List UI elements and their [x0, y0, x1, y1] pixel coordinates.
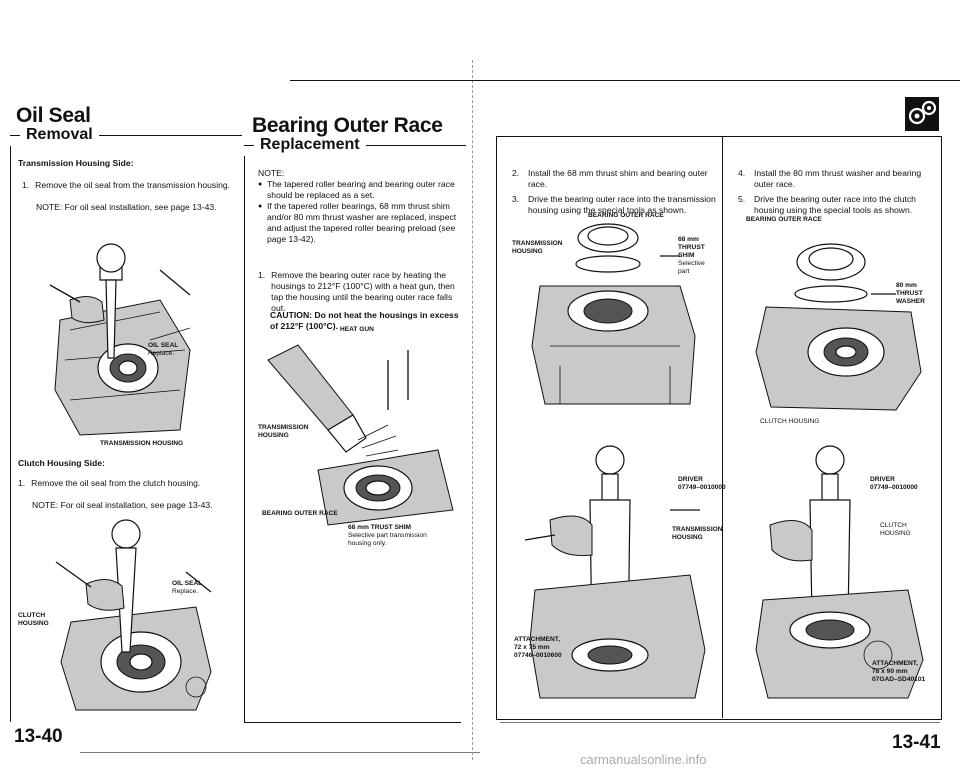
mid-shim-label: 68 mm TRUST SHIM: [348, 524, 412, 531]
step-2-number: 2.: [512, 168, 520, 178]
replacement-heading: Replacement: [260, 136, 360, 153]
page-gutter: [472, 60, 481, 760]
step-5-text: Drive the bearing outer race into the cl…: [754, 194, 916, 215]
clutch-note: NOTE: For oil seal installation, see pag…: [32, 500, 213, 510]
clutch-side-heading: Clutch Housing Side:: [18, 458, 105, 468]
watermark: carmanualsonline.info: [580, 752, 707, 767]
removal-section-header: Removal: [10, 126, 242, 144]
clutch-step-text: Remove the oil seal from the clutch hous…: [31, 478, 201, 488]
right-steps-b: 4. Install the 80 mm thrust washer and be…: [738, 168, 936, 220]
mid-bearing-race-label: BEARING OUTER RACE: [262, 510, 338, 517]
fig2-oil-seal-label: OIL SEAL: [172, 580, 203, 587]
driver-transmission-illustration: [524, 445, 706, 699]
figD-driver-label: DRIVER 07749–0010000: [870, 476, 918, 491]
page-number-left: 13-40: [14, 726, 63, 747]
thrust-shim-install-illustration: [531, 223, 696, 405]
tm-side-heading: Transmission Housing Side:: [18, 158, 134, 168]
step-4-text: Install the 80 mm thrust washer and bear…: [754, 168, 922, 189]
replacement-frame: [244, 156, 461, 723]
step-5-number: 5.: [738, 194, 746, 204]
step-3: 3. Drive the bearing outer race into the …: [512, 194, 718, 216]
thrust-washer-install-illustration: [755, 243, 922, 411]
note-item-2: If the tapered roller bearings, 68 mm th…: [258, 201, 462, 245]
heat-gun-illustration: [267, 344, 454, 526]
tm-step-text: Remove the oil seal from the transmissio…: [35, 180, 231, 190]
heat-step-1: 1. Remove the bearing outer race by heat…: [258, 270, 462, 314]
removal-heading: Removal: [26, 126, 93, 143]
figD-attachment-label: ATTACHMENT, 78 x 90 mm 07GAD–SD40101: [872, 660, 926, 683]
heat-step-text: Remove the bearing outer race by heating…: [271, 270, 455, 313]
right-steps-a: 2. Install the 68 mm thrust shim and bear…: [512, 168, 718, 220]
fig1-oil-seal-replace: Replace.: [148, 350, 175, 357]
heat-gun-label: HEAT GUN: [340, 326, 374, 333]
figC-washer-label: 80 mm THRUST WASHER: [896, 282, 925, 305]
bottom-rule-right: [500, 722, 940, 723]
tm-note: NOTE: For oil seal installation, see pag…: [36, 202, 217, 212]
heat-step-number: 1.: [258, 270, 266, 280]
right-page-divider: [722, 136, 723, 718]
figC-caption: CLUTCH HOUSING: [760, 418, 820, 425]
note-item-1: The tapered roller bearing and bearing o…: [258, 179, 462, 201]
top-rule: [290, 80, 960, 81]
clutch-step-1: 1. Remove the oil seal from the clutch h…: [18, 478, 243, 489]
figD-clutch-label: CLUTCH HOUSING: [880, 522, 911, 537]
gear-icon: [905, 97, 939, 131]
step-4-number: 4.: [738, 168, 746, 178]
figA-shim-label: 68 mm THRUST SHIM: [678, 236, 705, 259]
oil-seal-transmission-illustration: [49, 243, 191, 436]
mid-shim-sub: Selective part transmission housing only…: [348, 532, 427, 547]
page-number-right: 13-41: [892, 732, 941, 753]
figB-attachment-label: ATTACHMENT, 72 x 75 mm 07746–0010600: [514, 636, 562, 659]
heat-caution: CAUTION: Do not heat the housings in exc…: [270, 310, 459, 331]
fig1-caption: TRANSMISSION HOUSING: [100, 440, 184, 447]
oil-seal-title: Oil Seal: [16, 104, 91, 127]
right-page-frame: [496, 136, 942, 720]
figA-housing-label: TRANSMISSION HOUSING: [512, 240, 563, 255]
step-4: 4. Install the 80 mm thrust washer and be…: [738, 168, 936, 190]
step-2-text: Install the 68 mm thrust shim and bearin…: [528, 168, 708, 189]
bottom-rule-left: [80, 752, 480, 753]
figC-race-label: BEARING OUTER RACE: [746, 216, 822, 223]
figB-driver-label: DRIVER 07749–0010000: [678, 476, 726, 491]
clutch-step-number: 1.: [18, 478, 26, 488]
step-2: 2. Install the 68 mm thrust shim and bear…: [512, 168, 718, 190]
mid-transmission-housing-label: TRANSMISSION HOUSING: [258, 424, 309, 439]
fig2-oil-seal-replace: Replace.: [172, 588, 199, 595]
figA-shim-sub: Selective part: [678, 260, 705, 275]
figB-housing-label: TRANSMISSION HOUSING: [672, 526, 723, 541]
fig1-oil-seal-label: OIL SEAL: [148, 342, 179, 349]
tm-step-number: 1.: [22, 180, 30, 190]
step-3-text: Drive the bearing outer race into the tr…: [528, 194, 716, 215]
oil-seal-clutch-illustration: [55, 519, 212, 711]
driver-clutch-illustration: [755, 445, 924, 699]
removal-frame: [10, 146, 243, 722]
note-heading: NOTE:: [258, 168, 285, 178]
replacement-notes: NOTE: The tapered roller bearing and bea…: [258, 168, 462, 245]
fig2-clutch-housing-label: CLUTCH HOUSING: [18, 612, 49, 627]
bearing-outer-race-title: Bearing Outer Race: [252, 114, 443, 137]
step-3-number: 3.: [512, 194, 520, 204]
figA-race-label: BEARING OUTER RACE: [588, 212, 664, 219]
replacement-section-header: Replacement: [244, 136, 466, 154]
tm-step-1: 1. Remove the oil seal from the transmis…: [22, 180, 247, 191]
step-5: 5. Drive the bearing outer race into the …: [738, 194, 936, 216]
